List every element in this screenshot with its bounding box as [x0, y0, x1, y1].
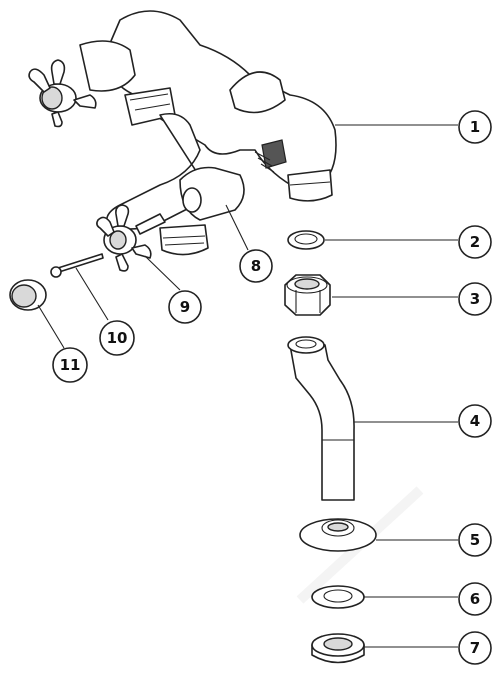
callout-4: 4: [458, 404, 492, 438]
callout-7: 7: [458, 631, 492, 665]
part-2-washer: [287, 230, 325, 250]
part-3-nut: [284, 274, 331, 316]
callout-10: 10: [99, 320, 135, 356]
callout-4-label: 4: [470, 412, 480, 430]
part-5-escutcheon: [299, 518, 377, 552]
left-cross-handle: [28, 59, 97, 128]
leader-lines: [37, 124, 458, 648]
part-10-screw: [50, 253, 104, 278]
callout-1-label: 1: [470, 118, 480, 136]
right-cross-handle: [96, 204, 166, 272]
callout-2: 2: [458, 225, 492, 259]
callout-8-label: 8: [251, 257, 261, 275]
part-4-s-pipe: [287, 336, 355, 501]
callout-3: 3: [458, 282, 492, 316]
callout-5: 5: [458, 523, 492, 557]
callout-9-label: 9: [180, 298, 190, 316]
callout-11: 11: [52, 347, 88, 383]
mixer-body: [79, 10, 337, 256]
callout-3-label: 3: [470, 290, 480, 308]
callout-2-label: 2: [470, 233, 480, 251]
callout-1: 1: [458, 110, 492, 144]
part-11-cap: [9, 279, 47, 311]
callout-9: 9: [168, 290, 202, 324]
callout-10-label: 10: [107, 329, 128, 347]
callout-8: 8: [239, 249, 273, 283]
callout-markers: 1 2 3 4 5 6 7 8 9 10 11: [52, 110, 492, 665]
callout-6: 6: [458, 582, 492, 616]
part-6-ring: [311, 585, 365, 609]
part-7-fitting: [311, 633, 365, 664]
callout-5-label: 5: [470, 531, 480, 549]
callout-7-label: 7: [470, 639, 480, 657]
callout-6-label: 6: [470, 590, 480, 608]
callout-11-label: 11: [60, 356, 81, 374]
